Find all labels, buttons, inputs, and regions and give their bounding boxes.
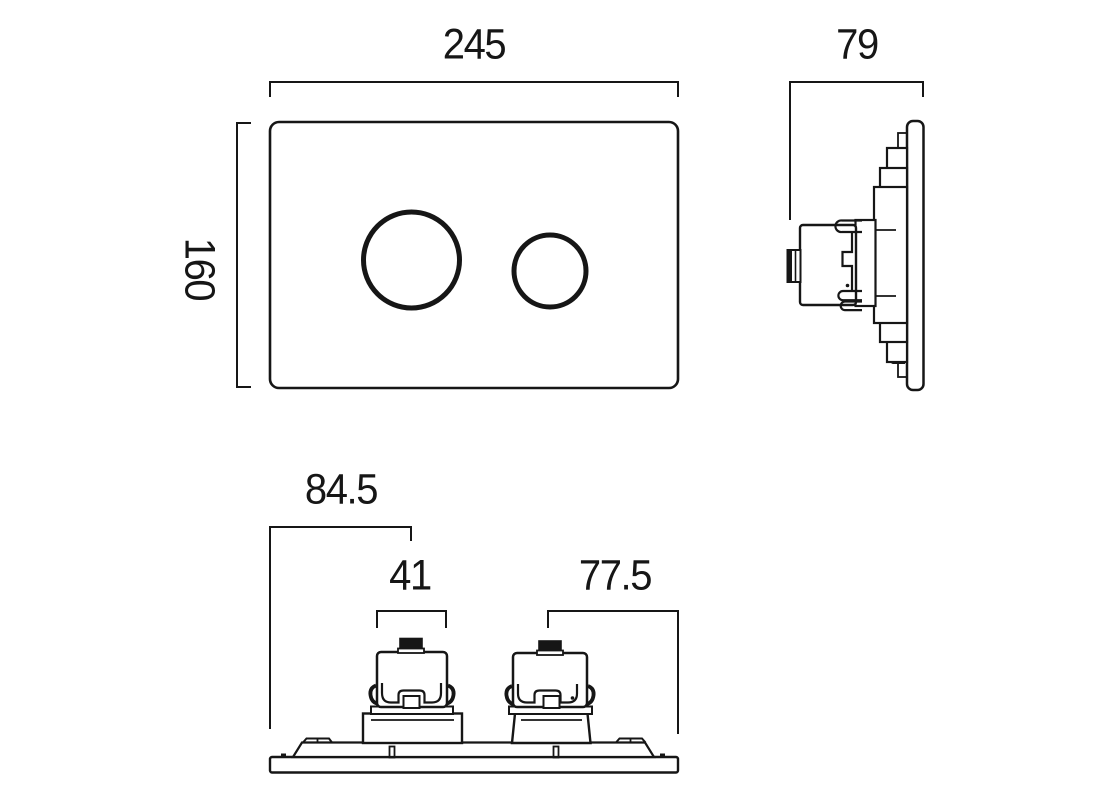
side-push-rod-cap (787, 250, 792, 282)
right-mech-stud-lip (536, 649, 564, 656)
side-plate-profile (905, 119, 925, 392)
right-mech-hook-right (586, 684, 596, 706)
right-mech-dot (570, 696, 575, 700)
side-plate-tab-top (897, 132, 908, 149)
front-view (236, 81, 680, 390)
side-spring-body (841, 232, 854, 291)
left-mech-hook-left (368, 683, 378, 706)
side-depth-dimension-label: 79 (836, 20, 879, 69)
left-mech-stud (399, 637, 423, 650)
side-depth-dimension-bracket (789, 81, 924, 220)
bottom-carrier-plate (291, 741, 656, 759)
base-plate-tick-right (660, 753, 665, 758)
bottom-view (268, 526, 680, 774)
pedestal-left (361, 712, 464, 745)
bottom-base-plate (268, 755, 680, 774)
front-height-dimension-bracket (236, 122, 251, 388)
front-width-dimension-bracket (269, 81, 679, 97)
bottom-button-width-dimension-label: 41 (389, 551, 432, 600)
carrier-slot-right (552, 745, 560, 759)
side-plate-tab-bottom (897, 361, 908, 378)
right-mech-stud (538, 640, 562, 652)
base-plate-tick-left (281, 753, 286, 758)
side-mechanism-body (872, 185, 909, 325)
front-width-dimension-label: 245 (442, 20, 507, 69)
small-flush-button-circle (511, 232, 589, 310)
bottom-right-offset-dimension-label: 77.5 (578, 551, 653, 600)
side-view (786, 81, 925, 392)
side-spring-pin-dot (845, 283, 850, 288)
pedestal-right (510, 712, 592, 745)
left-mech-center-tab (402, 695, 421, 709)
button-width-dimension-bracket (376, 610, 447, 628)
right-mech-clip-profile (516, 684, 579, 704)
carrier-slot-left (388, 745, 396, 759)
flush-plate-outline (268, 120, 680, 390)
left-offset-dimension-bracket (269, 526, 412, 729)
left-mech-clip-profile (380, 683, 443, 704)
left-mech-hook-right (446, 683, 456, 706)
right-offset-dimension-bracket (547, 610, 679, 734)
bottom-left-offset-dimension-label: 84.5 (304, 465, 379, 514)
side-spring-hook-top (834, 219, 862, 234)
side-spring-hook-bottom-1 (837, 289, 862, 302)
large-flush-button-circle (361, 209, 462, 311)
right-mech-center-tab (542, 695, 561, 709)
front-height-dimension-label: 160 (175, 237, 224, 301)
right-mech-hook-left (504, 684, 514, 706)
side-spring-hook-bottom-2 (839, 300, 862, 312)
left-mech-stud-lip (397, 647, 425, 654)
